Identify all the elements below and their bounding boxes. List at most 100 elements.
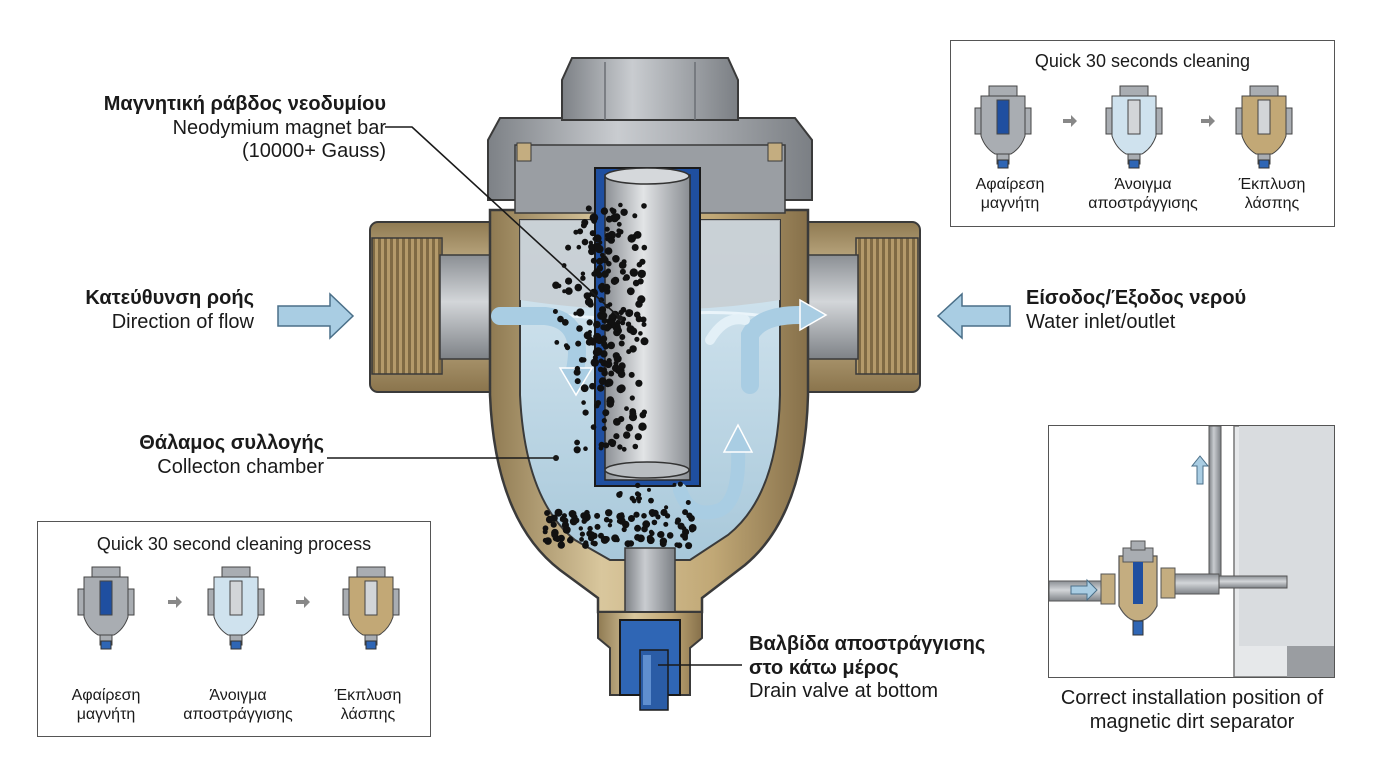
particle (616, 492, 622, 498)
particle (619, 334, 626, 340)
particle (579, 537, 584, 542)
particle (634, 491, 641, 497)
particle (595, 400, 602, 406)
particle (606, 358, 612, 364)
particle (629, 395, 635, 401)
particle (585, 205, 592, 212)
particle (651, 519, 658, 526)
up-arrow-icon (1190, 455, 1210, 485)
particle (600, 350, 608, 358)
particle (584, 297, 594, 307)
particle (603, 516, 610, 523)
particle (625, 423, 634, 432)
particle (634, 336, 640, 342)
particle (682, 509, 689, 516)
particle (568, 536, 573, 541)
particle (600, 324, 607, 331)
particle (570, 512, 577, 520)
particle (617, 370, 626, 379)
particle (581, 357, 587, 363)
bottom-step-2-line2: αποστράγγισης (183, 706, 293, 724)
particle (586, 319, 593, 326)
particle (682, 533, 688, 539)
particle (600, 335, 608, 343)
step-arrow-icon (296, 596, 310, 608)
particle (672, 482, 677, 487)
chamber-title: Θάλαμος συλλογής (139, 432, 324, 454)
particle (685, 500, 691, 505)
bottom-step-2: Άνοιγμα αποστράγγισης (174, 686, 302, 724)
top-step-2: Άνοιγμα αποστράγγισης (1079, 175, 1207, 213)
particle (611, 310, 620, 319)
particle (602, 343, 609, 350)
installation-caption-line1: Correct installation position of (1060, 687, 1324, 709)
particle (588, 248, 596, 256)
particle (580, 384, 589, 393)
particle (565, 244, 572, 251)
bottom-step-1-line1: Αφαίρεση (71, 687, 141, 704)
particle (659, 537, 668, 545)
particle (621, 446, 627, 452)
particle (641, 203, 647, 209)
installation-caption: Correct installation position of magneti… (1040, 686, 1344, 735)
particle (601, 418, 607, 424)
particle (641, 525, 648, 533)
particle (616, 228, 622, 234)
top-step-1-line2: μαγνήτη (980, 195, 1040, 213)
particle (666, 532, 674, 539)
bottom-cleaning-panel: Quick 30 second cleaning process Αφαίρεσ… (37, 521, 431, 737)
particle (605, 378, 614, 387)
particle (574, 283, 583, 292)
particle (588, 531, 595, 538)
bottom-step-1: Αφαίρεση μαγνήτη (46, 686, 166, 724)
particle (639, 258, 646, 265)
particle (590, 358, 599, 367)
particle (604, 323, 612, 331)
particle (628, 309, 634, 315)
bottom-panel-icons (77, 566, 400, 650)
particle (612, 254, 620, 263)
mini-separator-icon (974, 85, 1032, 169)
particle (587, 525, 593, 532)
particle (622, 520, 630, 529)
particle (590, 257, 597, 264)
particle (626, 287, 635, 296)
top-step-1: Αφαίρεση μαγνήτη (951, 175, 1069, 213)
particle (614, 537, 620, 543)
particle (557, 315, 564, 323)
particle (607, 302, 613, 307)
particle (587, 329, 593, 335)
water-sub: Water inlet/outlet (1026, 310, 1176, 333)
particle (633, 231, 642, 239)
particle (554, 340, 560, 345)
particle (664, 513, 671, 519)
particle (603, 283, 611, 291)
particle (585, 338, 593, 346)
particle (619, 268, 626, 275)
particle (573, 368, 581, 376)
particle (588, 243, 595, 251)
particle (629, 345, 637, 353)
top-cleaning-panel: Quick 30 seconds cleaning Αφαίρεση μαγνή… (950, 40, 1335, 227)
particle (638, 422, 647, 431)
particle (583, 292, 591, 300)
particle (581, 219, 589, 227)
installation-illustration (1049, 426, 1334, 677)
particle (640, 337, 649, 346)
flow-label: Κατεύθυνση ροής Direction of flow (20, 287, 254, 334)
particle (634, 534, 641, 541)
particle (581, 400, 586, 405)
particle (574, 378, 581, 385)
magnet-sub1: Neodymium magnet bar (172, 116, 386, 139)
step-arrow-icon (1063, 115, 1077, 127)
particle (632, 213, 638, 219)
mini-separator-icon (342, 566, 400, 650)
particle (627, 234, 636, 243)
particle (648, 497, 654, 504)
particle (621, 526, 627, 533)
particle (554, 508, 563, 517)
particle (677, 481, 683, 487)
particle (605, 509, 613, 517)
particle (583, 446, 588, 452)
particle (632, 443, 639, 450)
